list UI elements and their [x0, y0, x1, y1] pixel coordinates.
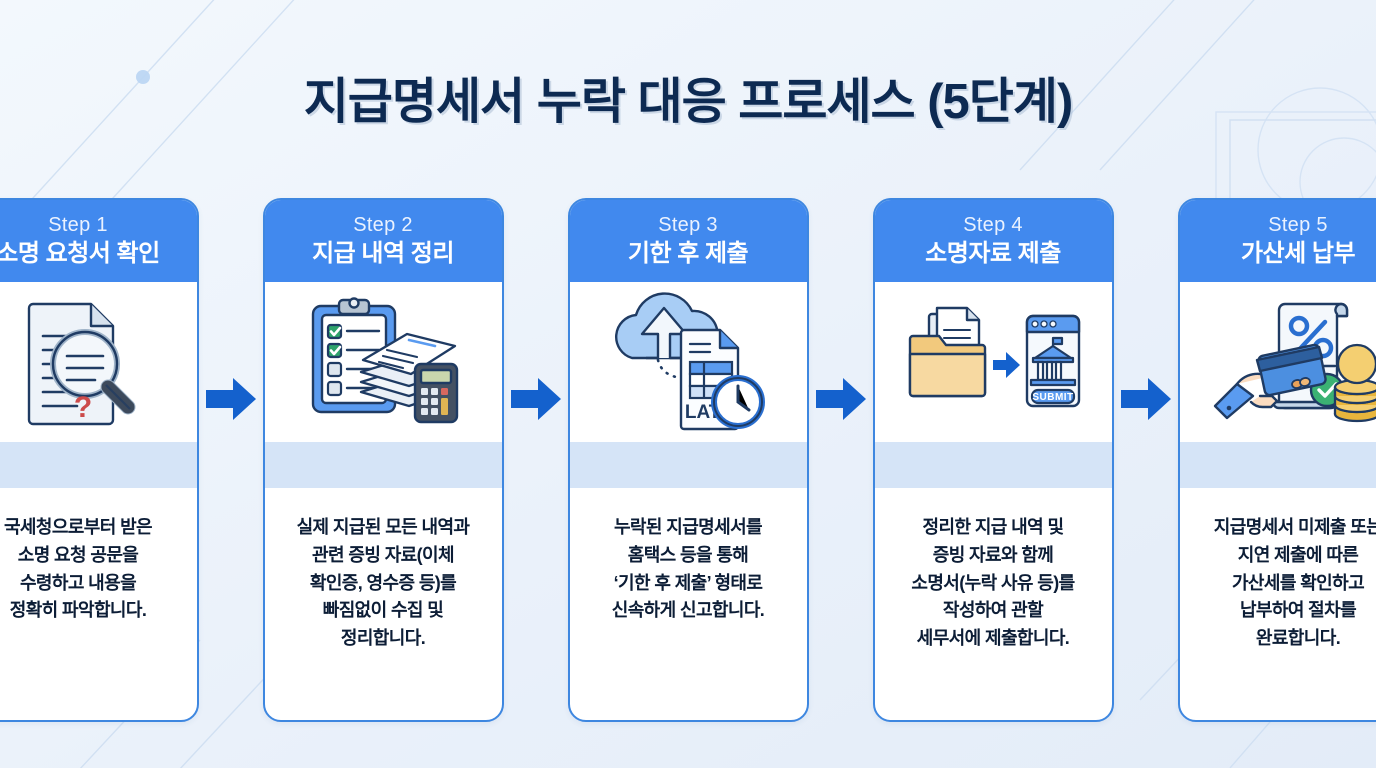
clipboard-documents-calculator-icon	[311, 297, 459, 423]
step-divider-band-1	[0, 441, 197, 488]
step-card-4[interactable]: Step 4 소명자료 제출	[872, 198, 1114, 722]
step-title-1: 소명 요청서 확인	[0, 240, 160, 267]
folder-to-government-submit-icon: SUBMIT	[908, 306, 1081, 407]
step-title-2: 지급 내역 정리	[312, 240, 454, 267]
step-body-4: 정리한 지급 내역 및 증빙 자료와 함께 소명서(누락 사유 등)를 작성하여…	[911, 516, 1075, 649]
step-kicker-3: Step 3	[658, 214, 718, 236]
step-card-2[interactable]: Step 2 지급 내역 정리	[262, 198, 504, 722]
step-kicker-5: Step 5	[1268, 214, 1328, 236]
step-header-1: Step 1 소명 요청서 확인	[0, 200, 197, 282]
step-body-3: 누락된 지급명세서를 홈택스 등을 통해 ‘기한 후 제출’ 형태로 신속하게 …	[611, 516, 765, 621]
step-card-1[interactable]: Step 1 소명 요청서 확인	[0, 198, 199, 722]
step-icon-wrap-3: LATE	[569, 281, 807, 442]
hand-card-percent-coins-icon	[1213, 302, 1376, 422]
process-steps-row: Step 1 소명 요청서 확인	[0, 198, 1376, 722]
step-divider-band-4	[874, 441, 1112, 488]
step-title-4: 소명자료 제출	[925, 240, 1061, 267]
svg-text:?: ?	[74, 391, 92, 424]
step-icon-wrap-2	[264, 281, 502, 442]
step-divider-band-3	[569, 441, 807, 488]
step-card-3[interactable]: Step 3 기한 후 제출	[567, 198, 809, 722]
step-body-2: 실제 지급된 모든 내역과 관련 증빙 자료(이체 확인증, 영수증 등)를 빠…	[296, 516, 470, 649]
step-body-1: 국세청으로부터 받은 소명 요청 공문을 수령하고 내용을 정확히 파악합니다.	[3, 516, 153, 621]
step-header-5: Step 5 가산세 납부	[1179, 200, 1376, 282]
step-kicker-1: Step 1	[48, 214, 108, 236]
next-step-arrow-1	[199, 198, 263, 718]
cloud-upload-late-clock-icon: LATE	[614, 292, 765, 430]
next-step-arrow-3	[809, 198, 873, 718]
arrow-right-icon	[1120, 378, 1171, 420]
step-card-5[interactable]: Step 5 가산세 납부	[1177, 198, 1376, 722]
step-divider-band-2	[264, 441, 502, 488]
arrow-right-icon	[205, 378, 256, 420]
step-header-3: Step 3 기한 후 제출	[569, 200, 807, 282]
step-kicker-2: Step 2	[353, 214, 413, 236]
step-title-3: 기한 후 제출	[627, 240, 749, 267]
step-icon-wrap-1: ?	[0, 281, 197, 442]
next-step-arrow-4	[1114, 198, 1178, 718]
folder-to-portal-arrow-icon	[993, 351, 1020, 378]
step-body-5: 지급명세서 미제출 또는 지연 제출에 따른 가산세를 확인하고 납부하여 절차…	[1213, 516, 1376, 649]
step-divider-band-5	[1179, 441, 1376, 488]
step-kicker-4: Step 4	[963, 214, 1023, 236]
step-header-2: Step 2 지급 내역 정리	[264, 200, 502, 282]
step-icon-wrap-5	[1179, 281, 1376, 442]
step-title-5: 가산세 납부	[1240, 240, 1356, 267]
step-icon-wrap-4: SUBMIT	[874, 281, 1112, 442]
page-title: 지급명세서 누락 대응 프로세스 (5단계)	[303, 75, 1074, 129]
step-header-4: Step 4 소명자료 제출	[874, 200, 1112, 282]
arrow-right-icon	[510, 378, 561, 420]
next-step-arrow-2	[504, 198, 568, 718]
arrow-right-icon	[815, 378, 866, 420]
submit-label: SUBMIT	[1032, 392, 1073, 403]
document-magnifier-question-icon: ?	[27, 302, 136, 425]
